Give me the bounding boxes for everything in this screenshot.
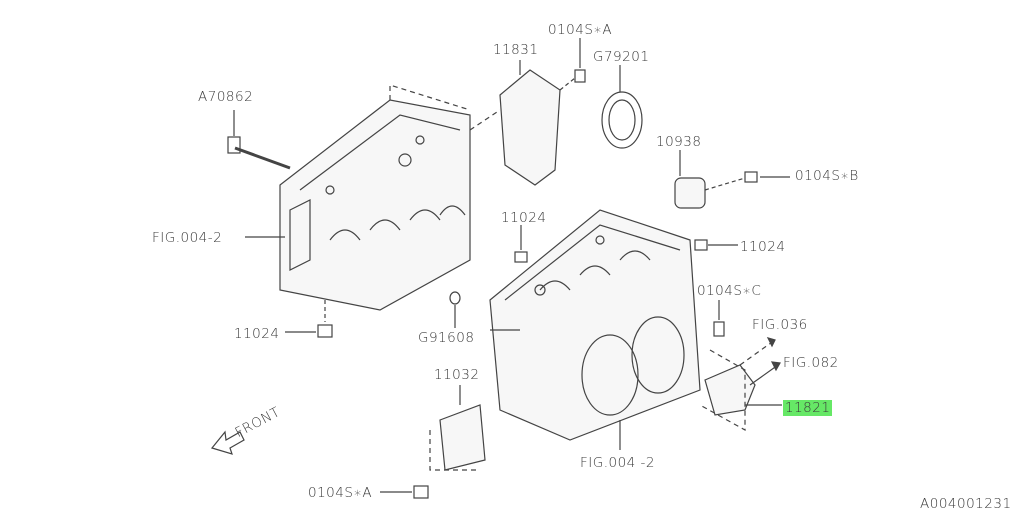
left-crankcase-half	[279, 84, 471, 311]
leader-lines	[245, 236, 520, 331]
label-bolt-top[interactable]: 0104S∗A	[548, 22, 613, 38]
label-10938[interactable]: 10938	[656, 134, 702, 150]
label-g91608[interactable]: G91608	[418, 330, 475, 346]
oring	[449, 291, 461, 328]
cover-11032	[380, 385, 486, 499]
label-fig-bottom[interactable]: FIG.004 -2	[580, 455, 656, 471]
label-bolt-c[interactable]: 0104S∗C	[697, 283, 762, 299]
top-bolt	[559, 38, 586, 91]
label-a70862[interactable]: A70862	[198, 89, 254, 105]
label-plug-center[interactable]: 11024	[501, 210, 547, 226]
label-11831[interactable]: 11831	[493, 42, 539, 58]
label-plug-left[interactable]: 11024	[234, 326, 280, 342]
label-g79201[interactable]: G79201	[593, 49, 650, 65]
seal-ring	[601, 65, 643, 149]
part-11821	[699, 300, 782, 432]
label-bolt-b[interactable]: 0104S∗B	[795, 168, 859, 184]
plug-right	[694, 239, 738, 251]
plug-left	[285, 300, 333, 338]
plate-11831	[469, 60, 561, 186]
arrows	[739, 337, 781, 386]
label-fig-082[interactable]: FIG.082	[783, 355, 839, 371]
plug-center	[514, 225, 528, 263]
label-11821-highlighted[interactable]: 11821	[783, 400, 833, 416]
right-cylinder-block	[489, 209, 701, 450]
front-arrow-icon	[210, 430, 245, 455]
label-plug-right[interactable]: 11024	[740, 239, 786, 255]
label-fig-036[interactable]: FIG.036	[752, 317, 808, 333]
long-bolt	[227, 110, 291, 170]
label-fig-left[interactable]: FIG.004-2	[152, 230, 223, 246]
label-bolt-bottom[interactable]: 0104S∗A	[308, 485, 373, 501]
part-10938	[674, 150, 790, 209]
label-11032[interactable]: 11032	[434, 367, 480, 383]
diagram-id: A004001231	[920, 496, 1012, 511]
